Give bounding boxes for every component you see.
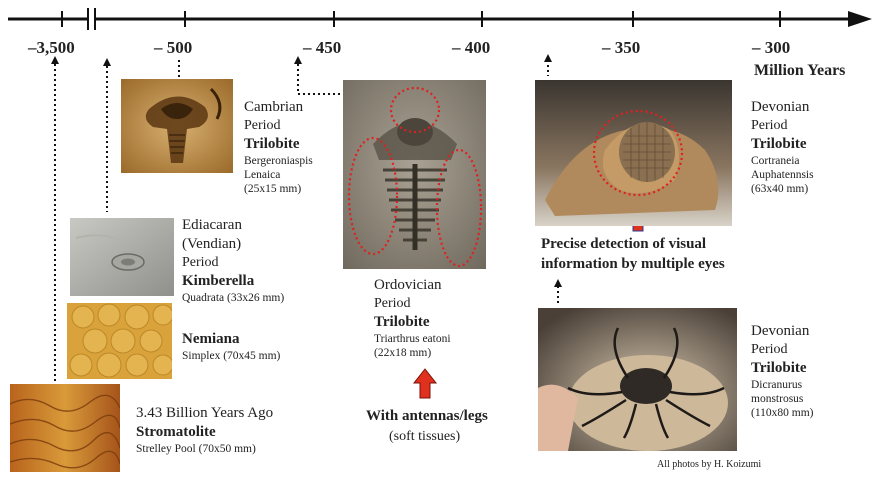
vendian-era: (Vendian) — [182, 235, 284, 254]
ordovician-era: Ordovician — [374, 276, 451, 295]
devonian-trilobite-dicranurus-photo — [538, 308, 737, 451]
ediacaran-era: Ediacaran — [182, 216, 284, 235]
kimberella-photo — [70, 218, 174, 296]
devonian2-detail-3: (110x80 mm) — [751, 406, 814, 420]
cambrian-detail-2: Lenaica — [244, 168, 313, 182]
tick-label-3500: –3,500 — [28, 38, 75, 58]
devonian2-era: Devonian — [751, 322, 814, 341]
cambrian-period: Period — [244, 117, 313, 135]
devonian1-name: Trilobite — [751, 135, 814, 154]
kimberella-name: Kimberella — [182, 272, 284, 291]
red-up-arrow-antennas — [414, 369, 436, 398]
stromatolite-photo — [10, 384, 120, 472]
ordovician-caption: Ordovician Period Trilobite Triarthrus e… — [374, 276, 451, 360]
tick-label-450: – 450 — [303, 38, 341, 58]
cambrian-detail-1: Bergeroniaspis — [244, 154, 313, 168]
devonian1-period: Period — [751, 117, 814, 135]
devonian-trilobite-eyes-photo — [535, 80, 732, 226]
axis-break-mark — [87, 8, 96, 30]
soft-tissues-note: (soft tissues) — [389, 428, 460, 446]
nemiana-caption: Nemiana Simplex (70x45 mm) — [182, 330, 280, 363]
nemiana-photo — [67, 303, 172, 379]
eyes-note-line2: information by multiple eyes — [541, 254, 725, 274]
devonian2-detail-2: monstrosus — [751, 392, 814, 406]
cambrian-detail-3: (25x15 mm) — [244, 182, 313, 196]
axis-unit-label: Million Years — [754, 62, 845, 80]
cambrian-trilobite-photo — [121, 79, 233, 173]
ordovician-trilobite-photo — [343, 80, 486, 269]
ordovician-period: Period — [374, 295, 451, 313]
eyes-note-line1: Precise detection of visual — [541, 234, 706, 254]
nemiana-detail: Simplex (70x45 mm) — [182, 349, 280, 363]
kimberella-caption: Ediacaran (Vendian) Period Kimberella Qu… — [182, 216, 284, 305]
stromatolite-era: 3.43 Billion Years Ago — [136, 404, 273, 423]
cambrian-era: Cambrian — [244, 98, 313, 117]
ordovician-detail-1: Triarthrus eatoni — [374, 332, 451, 346]
devonian2-caption: Devonian Period Trilobite Dicranurus mon… — [751, 322, 814, 420]
stromatolite-caption: 3.43 Billion Years Ago Stromatolite Stre… — [136, 404, 273, 456]
timeline-arrowhead — [848, 11, 872, 27]
devonian2-detail-1: Dicranurus — [751, 378, 814, 392]
devonian2-name: Trilobite — [751, 359, 814, 378]
devonian1-era: Devonian — [751, 98, 814, 117]
stromatolite-detail: Strelley Pool (70x50 mm) — [136, 442, 273, 456]
cambrian-caption: Cambrian Period Trilobite Bergeroniaspis… — [244, 98, 313, 196]
kimberella-period: Period — [182, 254, 284, 272]
devonian1-detail-3: (63x40 mm) — [751, 182, 814, 196]
photo-credit: All photos by H. Koizumi — [657, 459, 761, 470]
devonian1-caption: Devonian Period Trilobite Cortraneia Aup… — [751, 98, 814, 196]
devonian1-detail-2: Auphatennsis — [751, 168, 814, 182]
antennas-note: With antennas/legs — [366, 406, 488, 426]
cambrian-name: Trilobite — [244, 135, 313, 154]
devonian1-detail-1: Cortraneia — [751, 154, 814, 168]
tick-label-350: – 350 — [602, 38, 640, 58]
ordovician-detail-2: (22x18 mm) — [374, 346, 451, 360]
stromatolite-name: Stromatolite — [136, 423, 273, 442]
devonian2-period: Period — [751, 341, 814, 359]
tick-label-400: – 400 — [452, 38, 490, 58]
nemiana-name: Nemiana — [182, 330, 280, 349]
tick-label-300: – 300 — [752, 38, 790, 58]
tick-label-500: – 500 — [154, 38, 192, 58]
kimberella-detail: Quadrata (33x26 mm) — [182, 291, 284, 305]
ordovician-name: Trilobite — [374, 313, 451, 332]
